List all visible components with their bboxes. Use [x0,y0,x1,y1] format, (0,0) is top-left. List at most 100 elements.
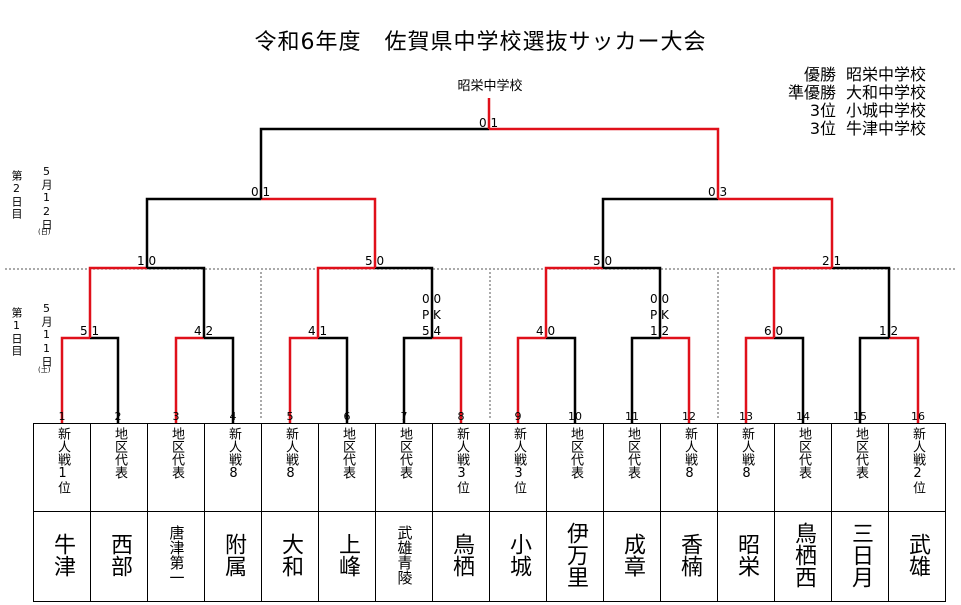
qualification-cell: 地区代表 [831,423,889,512]
team-name: 上峰 [335,532,360,577]
seed-number: 4 [229,410,237,423]
team-cell: 牛津 [33,511,91,602]
day1-date: 5月11日 [40,302,53,368]
line-team-10 [546,336,577,423]
line-team-11 [630,336,660,423]
seed-number: 3 [172,410,180,423]
page-title: 令和6年度 佐賀県中学校選抜サッカー大会 [254,30,707,55]
qualification-row: 新人戦1位 地区代表 地区代表 新人戦8 新人戦8 地区代表 地区代表 新人戦3… [33,423,946,512]
seed-number: 16 [911,410,925,423]
line-qf4-left [772,266,832,338]
line-qf2-right [375,266,434,338]
score-r1-pk-label: P K [650,308,669,322]
seed-number: 7 [400,410,408,423]
champion-label: 昭栄中学校 [457,79,523,94]
team-cell: 武雄 [888,511,946,602]
qualification-text: 地区代表 [853,427,868,479]
qualification-text: 地区代表 [112,427,127,479]
score-qf: 5 0 [593,254,613,268]
qualification-cell: 新人戦8 [261,423,319,512]
qualification-text: 新人戦3位 [454,427,469,494]
line-qf1-right [147,266,206,338]
line-team-6 [318,336,349,423]
team-name: 附属 [221,532,246,577]
team-cell: 大和 [261,511,319,602]
seed-number: 6 [343,410,351,423]
score-r1: 6 0 [764,324,784,338]
team-name: 成章 [620,532,645,577]
team-name: 武雄青陵 [395,524,414,585]
qualification-text: 新人戦8 [682,427,697,481]
line-sf-left-a [145,197,261,268]
team-name: 武雄 [905,532,930,577]
result-row: 準優勝大和中学校 [762,84,926,102]
line-qf4-right [832,266,891,338]
qualification-cell: 新人戦1位 [33,423,91,512]
score-r1-pk: 5 4 [422,324,442,338]
result-team: 牛津中学校 [846,119,927,138]
day2-date: 5月12日 [40,165,53,231]
result-rank: 3位 [809,101,836,120]
team-cell: 三日月 [831,511,889,602]
seed-number: 9 [514,410,522,423]
result-row: 優勝昭栄中学校 [762,66,926,84]
team-cell: 上峰 [318,511,376,602]
team-name: 伊万里 [563,521,588,588]
seed-number: 15 [853,410,867,423]
qualification-text: 新人戦8 [226,427,241,481]
qualification-text: 地区代表 [169,427,184,479]
qualification-cell: 新人戦3位 [489,423,547,512]
line-team-3 [174,336,204,423]
qualification-text: 地区代表 [568,427,583,479]
team-name-row: 牛津 西部 唐津第一 附属 大和 上峰 武雄青陵 鳥栖 小城 伊万里 成章 香楠… [33,511,946,602]
score-r1: 5 1 [80,324,100,338]
line-sf-right-a [601,197,718,268]
team-name: 西部 [107,532,132,577]
team-cell: 鳥栖西 [774,511,832,602]
line-qf3-left [544,266,603,338]
qualification-cell: 地区代表 [603,423,661,512]
score-final: 0 1 [479,116,499,130]
line-final-right [489,127,720,199]
team-cell: 唐津第一 [147,511,205,602]
team-name: 三日月 [848,521,873,588]
seed-number: 10 [568,410,582,423]
seed-number: 8 [457,410,465,423]
line-team-1 [60,336,90,423]
team-name: 唐津第一 [167,524,186,585]
day1-label: 第1日目 [10,307,23,357]
qualification-text: 地区代表 [340,427,355,479]
line-team-13 [744,336,774,423]
qualification-text: 地区代表 [625,427,640,479]
result-team: 小城中学校 [846,101,927,120]
seed-number: 5 [286,410,294,423]
team-table: 新人戦1位 地区代表 地区代表 新人戦8 新人戦8 地区代表 地区代表 新人戦3… [33,423,946,602]
seed-number: 1 [58,410,66,423]
score-qf: 1 0 [137,254,157,268]
result-rank: 準優勝 [787,83,836,102]
qualification-cell: 新人戦8 [660,423,718,512]
line-team-2 [90,336,120,423]
day2-weekday: (日) [38,228,51,236]
line-team-15 [858,336,889,423]
score-r1-pk-label: P K [422,308,441,322]
line-sf-left-b [261,197,377,268]
score-sf-left: 0 1 [251,185,271,199]
qualification-cell: 地区代表 [90,423,148,512]
line-team-9 [516,336,546,423]
day1-weekday: (土) [38,366,51,374]
team-cell: 伊万里 [546,511,604,602]
result-row: 3位小城中学校 [762,102,926,120]
team-cell: 香楠 [660,511,718,602]
team-cell: 武雄青陵 [375,511,433,602]
line-team-4 [204,336,235,423]
team-cell: 附属 [204,511,262,602]
line-team-14 [774,336,805,423]
qualification-cell: 地区代表 [147,423,205,512]
team-name: 鳥栖 [449,532,474,577]
score-r1: 4 1 [308,324,328,338]
line-team-12 [660,336,691,423]
day2-label: 第2日目 [10,170,23,220]
qualification-text: 地区代表 [796,427,811,479]
